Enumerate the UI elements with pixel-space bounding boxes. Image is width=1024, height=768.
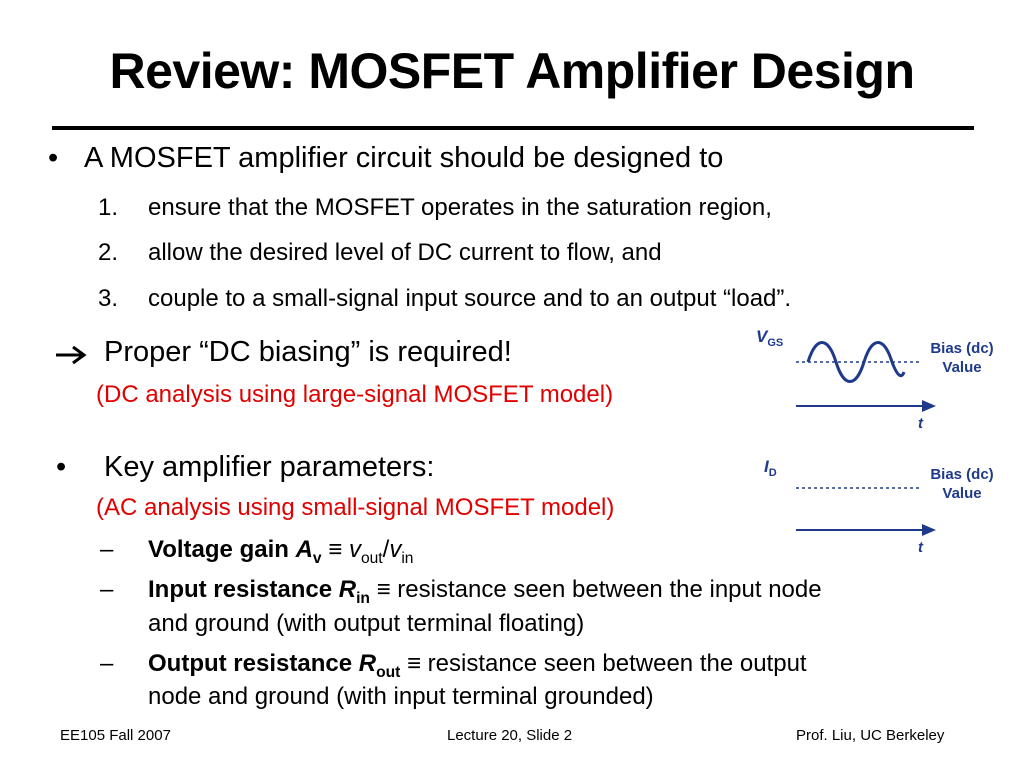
biasing-note: Proper “DC biasing” is required! [104, 336, 512, 368]
param-symbol-sub: v [312, 549, 322, 567]
bullet-text: Key amplifier parameters: [104, 451, 435, 483]
list-item-number: 3. [98, 285, 119, 312]
list-item-number: 1. [98, 194, 119, 221]
param-label: Output resistance [148, 650, 359, 677]
dc-analysis-note: (DC analysis using large-signal MOSFET m… [96, 381, 614, 408]
param-symbol-sub: in [356, 589, 370, 607]
var-sub: in [401, 549, 414, 567]
footer-slide-number: Lecture 20, Slide 2 [447, 727, 573, 744]
id-bias-value-label: Value [942, 485, 981, 502]
vgs-axis-label: t [918, 415, 924, 432]
equiv-sign: ≡ [400, 650, 428, 677]
ac-analysis-note: (AC analysis using small-signal MOSFET m… [96, 494, 615, 521]
bias-waveform-figure: VGS Bias (dc) Value t ID Bias (dc) Value… [756, 327, 994, 556]
list-item: ensure that the MOSFET operates in the s… [148, 194, 772, 221]
vgs-bias-label: Bias (dc) [930, 340, 993, 357]
vgs-bias-value-label: Value [942, 359, 981, 376]
id-bias-label: Bias (dc) [930, 466, 993, 483]
param-label: Voltage gain [148, 536, 296, 563]
voltage-gain-definition: Voltage gain Av ≡ vout/vin [148, 536, 413, 568]
footer-course: EE105 Fall 2007 [60, 727, 171, 744]
list-item: couple to a small-signal input source an… [148, 285, 792, 312]
param-label: Input resistance [148, 576, 339, 603]
bullet-marker: • [48, 142, 59, 174]
dash-marker: – [100, 536, 114, 563]
dash-marker: – [100, 650, 114, 677]
arrowhead-icon [922, 400, 936, 412]
slash: / [382, 536, 390, 563]
right-arrow-icon [56, 345, 87, 365]
id-label: ID [764, 457, 777, 479]
list-item-number: 2. [98, 239, 119, 266]
dash-marker: – [100, 576, 114, 603]
equiv-sign: ≡ [369, 576, 398, 603]
slide-title: Review: MOSFET Amplifier Design [109, 43, 915, 99]
definition-continuation: node and ground (with input terminal gro… [148, 683, 654, 710]
output-resistance-definition: Output resistance Rout ≡ resistance seen… [148, 650, 807, 682]
var-symbol: v [348, 536, 361, 563]
bullet-marker: • [56, 451, 67, 483]
param-symbol: A [295, 536, 313, 563]
vgs-waveform [806, 341, 906, 383]
list-item: allow the desired level of DC current to… [148, 239, 662, 266]
definition-line: resistance seen between the output [427, 650, 807, 677]
definition-continuation: and ground (with output terminal floatin… [148, 610, 585, 637]
equiv-sign: ≡ [321, 536, 349, 563]
var-sub: out [360, 549, 383, 567]
param-symbol-sub: out [376, 663, 401, 681]
param-symbol: R [338, 576, 357, 603]
var-symbol: v [389, 536, 402, 563]
title-underline [52, 126, 974, 130]
input-resistance-definition: Input resistance Rin ≡ resistance seen b… [148, 576, 822, 608]
vgs-label: VGS [756, 327, 783, 349]
bullet-text: A MOSFET amplifier circuit should be des… [84, 142, 724, 174]
param-symbol: R [358, 650, 377, 677]
id-axis-label: t [918, 539, 924, 556]
arrowhead-icon [922, 524, 936, 536]
footer-author: Prof. Liu, UC Berkeley [796, 727, 945, 744]
definition-line: resistance seen between the input node [397, 576, 822, 603]
